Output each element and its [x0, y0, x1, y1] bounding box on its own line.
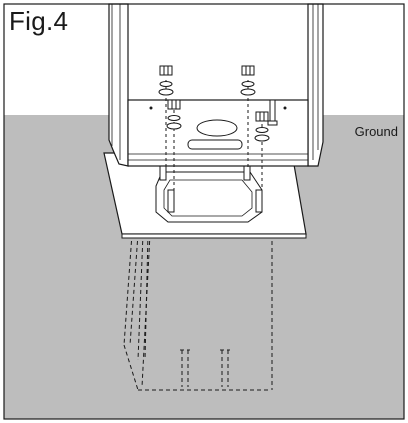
fastener-stack-3 [166, 99, 182, 130]
fastener-stack-4 [254, 111, 270, 142]
base-plate [103, 152, 307, 239]
ground-label: Ground [354, 124, 398, 139]
figure-label: Fig.4 [9, 6, 69, 36]
foundation-outline [123, 233, 273, 391]
cabinet-body [108, 3, 324, 167]
fastener-stack-2 [240, 65, 256, 96]
standing-bolt [267, 99, 278, 126]
figure-border [3, 3, 405, 420]
fastener-stack-1 [158, 65, 174, 96]
